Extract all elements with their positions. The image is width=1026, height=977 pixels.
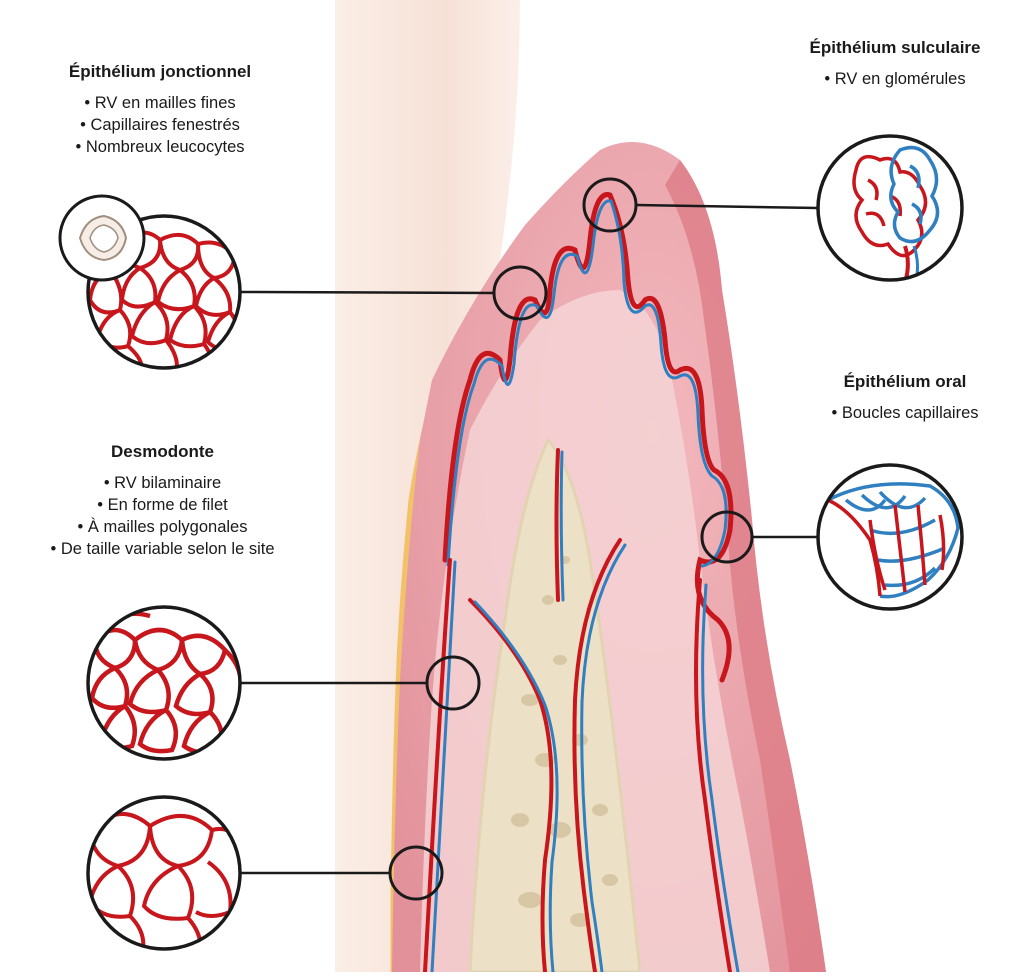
label-sulcular-line-1: • RV en glomérules xyxy=(770,68,1020,90)
inset-sulcular xyxy=(818,136,962,292)
label-desmodonte: Desmodonte • RV bilaminaire • En forme d… xyxy=(0,442,325,560)
inset-desmodonte-1 xyxy=(88,607,241,759)
label-desmodonte-title: Desmodonte xyxy=(0,442,325,462)
inset-desmodonte-2 xyxy=(88,797,244,960)
label-oral-line-1: • Boucles capillaires xyxy=(790,402,1020,424)
label-junctional: Épithélium jonctionnel • RV en mailles f… xyxy=(10,62,310,158)
label-desmodonte-line-2: • En forme de filet xyxy=(0,494,325,516)
inset-junctional xyxy=(60,196,240,372)
label-desmodonte-line-4: • De taille variable selon le site xyxy=(0,538,325,560)
label-sulcular-title: Épithélium sulculaire xyxy=(770,38,1020,58)
label-junctional-title: Épithélium jonctionnel xyxy=(10,62,310,82)
label-desmodonte-line-1: • RV bilaminaire xyxy=(0,472,325,494)
label-junctional-line-1: • RV en mailles fines xyxy=(10,92,310,114)
label-junctional-line-2: • Capillaires fenestrés xyxy=(10,114,310,136)
inset-oral xyxy=(818,465,962,609)
label-junctional-line-3: • Nombreux leucocytes xyxy=(10,136,310,158)
label-oral-title: Épithélium oral xyxy=(790,372,1020,392)
label-sulcular: Épithélium sulculaire • RV en glomérules xyxy=(770,38,1020,90)
label-oral: Épithélium oral • Boucles capillaires xyxy=(790,372,1020,424)
label-desmodonte-line-3: • À mailles polygonales xyxy=(0,516,325,538)
